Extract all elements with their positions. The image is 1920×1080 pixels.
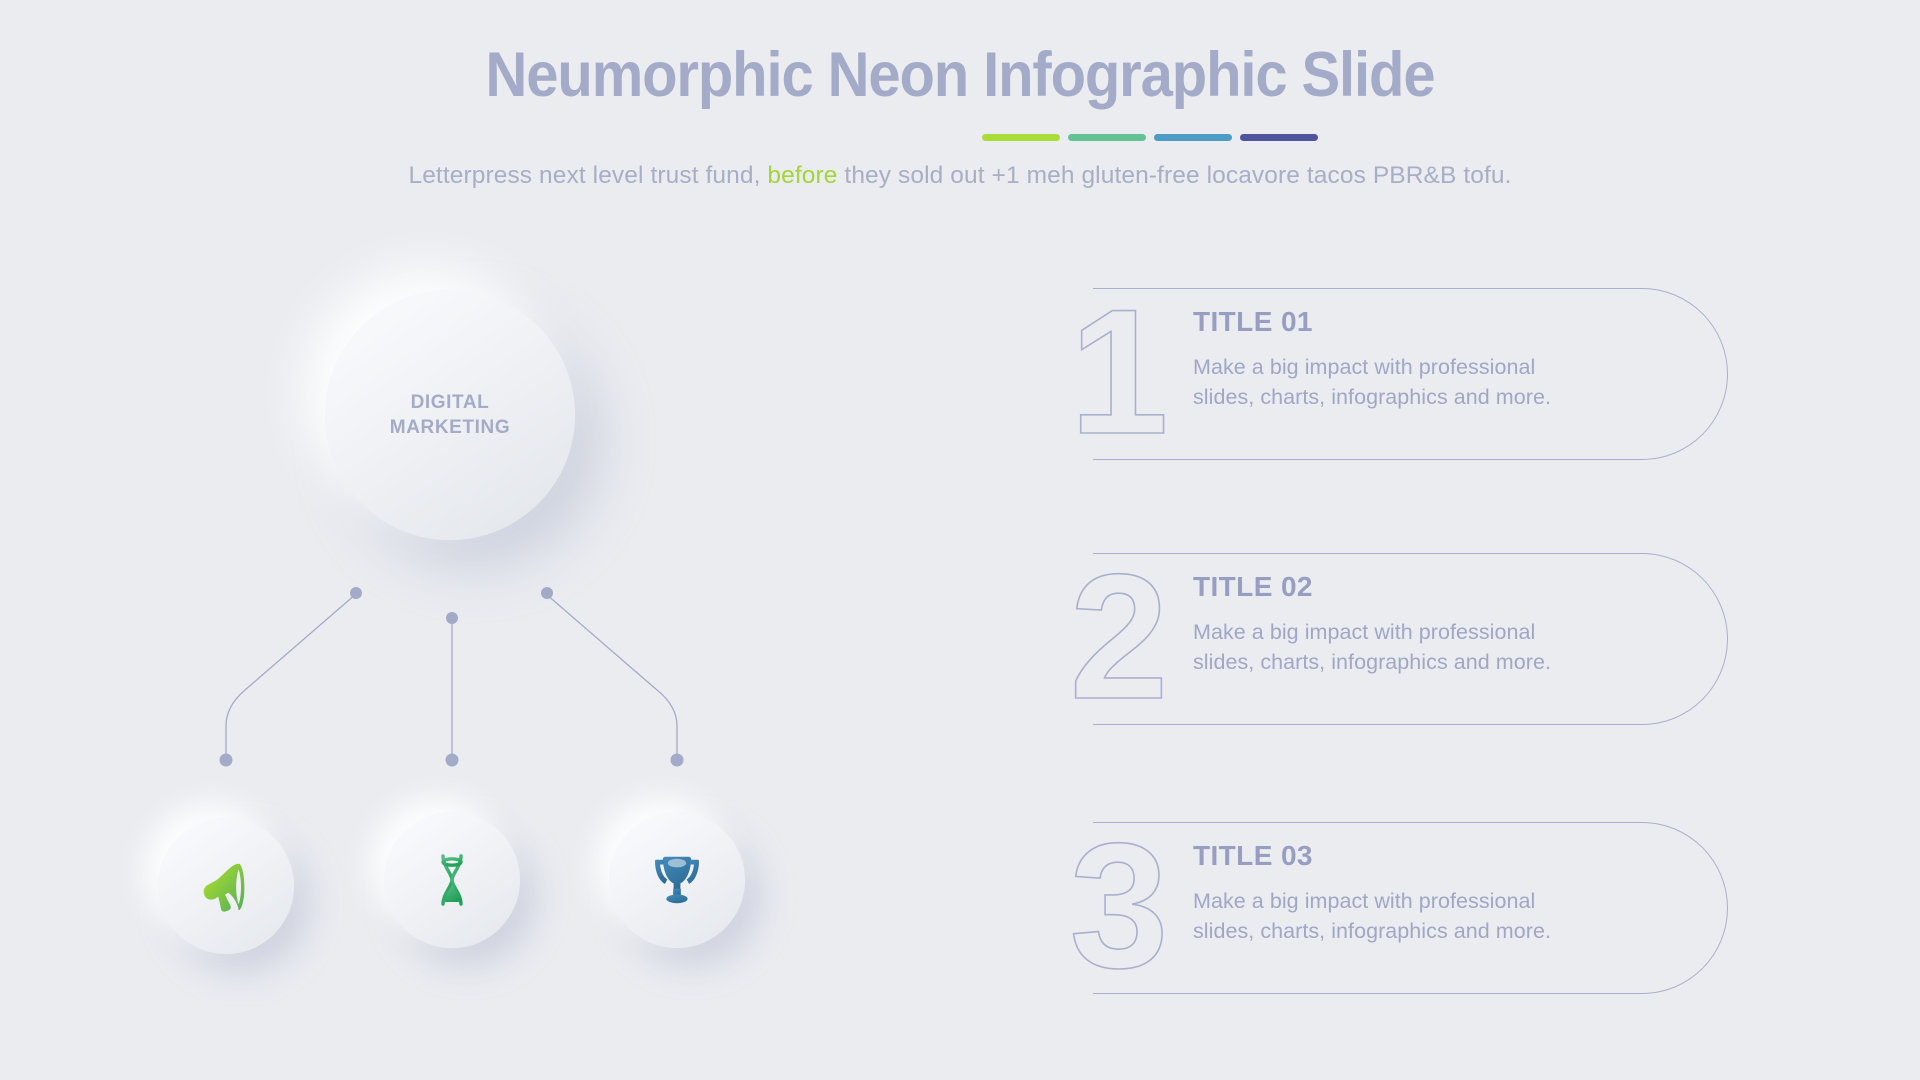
card-number-2: 2 (1069, 537, 1170, 736)
card-text-3-line1: Make a big impact with professional (1193, 889, 1536, 913)
card-item-1[interactable]: 1 TITLE 01 Make a big impact with profes… (1063, 281, 1728, 462)
node-megaphone[interactable] (158, 818, 294, 954)
slide-header: Neumorphic Neon Infographic Slide Letter… (0, 40, 1920, 190)
card-text-1-line1: Make a big impact with professional (1193, 355, 1536, 379)
card-outline-1 (1093, 288, 1728, 460)
page-subtitle: Letterpress next level trust fund, befor… (0, 162, 1920, 190)
trophy-icon (646, 851, 708, 909)
card-text-1-line2: slides, charts, infographics and more. (1193, 384, 1552, 409)
hub-circle-digital-marketing[interactable]: DIGITAL MARKETING (325, 290, 575, 540)
card-number-1: 1 (1069, 272, 1170, 471)
connector-dot-bottom-right (670, 753, 684, 767)
subtitle-after: they sold out +1 meh gluten-free locavor… (837, 162, 1512, 189)
card-item-3[interactable]: 3 TITLE 03 Make a big impact with profes… (1063, 815, 1728, 996)
hourglass-icon (425, 850, 479, 910)
connector-dot-bottom-center (445, 753, 459, 767)
card-body-3: TITLE 03 Make a big impact with professi… (1193, 840, 1673, 946)
card-text-2-line1: Make a big impact with professional (1193, 620, 1536, 644)
connector-dot-top-center (446, 612, 458, 624)
subtitle-highlight: before (767, 162, 838, 189)
connector-path-left (225, 593, 357, 760)
node-hourglass[interactable] (384, 812, 520, 948)
card-text-2-line2: slides, charts, infographics and more. (1193, 649, 1552, 674)
card-item-2[interactable]: 2 TITLE 02 Make a big impact with profes… (1063, 546, 1728, 727)
accent-bar-blue (1154, 134, 1232, 141)
connector-dot-top-right (541, 587, 553, 599)
card-body-2: TITLE 02 Make a big impact with professi… (1193, 571, 1673, 677)
accent-bar-indigo (1240, 134, 1318, 141)
node-trophy[interactable] (609, 812, 745, 948)
card-number-3: 3 (1069, 806, 1170, 1005)
card-text-3-line2: slides, charts, infographics and more. (1193, 918, 1552, 943)
accent-bar-lime (982, 134, 1060, 141)
connector-dot-bottom-left (219, 753, 233, 767)
accent-bar-group (982, 134, 1318, 141)
accent-bar-teal (1068, 134, 1146, 141)
subtitle-before: Letterpress next level trust fund, (408, 162, 768, 189)
cards-list: 1 TITLE 01 Make a big impact with profes… (1063, 281, 1853, 996)
card-body-1: TITLE 01 Make a big impact with professi… (1193, 306, 1673, 412)
megaphone-icon (195, 855, 257, 917)
card-title-1: TITLE 01 (1193, 306, 1313, 337)
hub-label-line1: DIGITAL (410, 391, 490, 413)
hub-label-line2: MARKETING (389, 417, 511, 438)
connector-path-right (545, 593, 678, 760)
card-outline-3 (1093, 822, 1728, 994)
card-title-2: TITLE 02 (1193, 571, 1313, 602)
connector-dot-top-left (350, 587, 362, 599)
page-title: Neumorphic Neon Infographic Slide (485, 40, 1436, 110)
card-outline-2 (1093, 553, 1728, 725)
hub-label: DIGITAL MARKETING (390, 390, 510, 440)
card-title-3: TITLE 03 (1193, 840, 1313, 871)
